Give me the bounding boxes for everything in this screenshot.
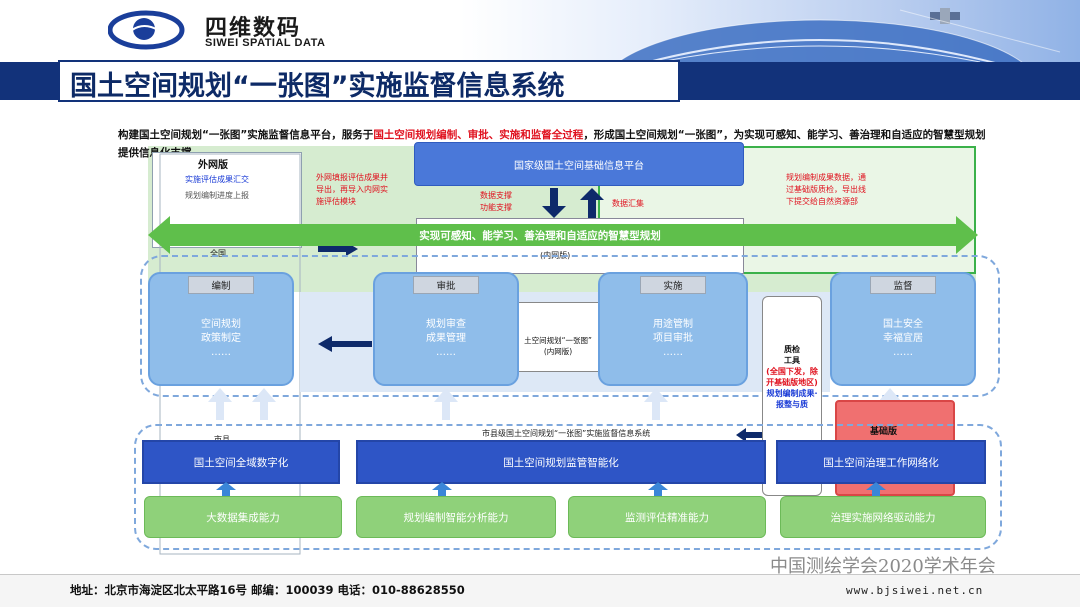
card-supervise-text: 国土安全 幸福宜居 …… [830, 318, 976, 360]
lower-system-caption: 市县级国土空间规划“一张图”实施监督信息系统 [482, 429, 651, 438]
card-approve-text: 规划审查 成果管理 …… [373, 318, 519, 360]
upward-arrows-row [208, 388, 902, 420]
card-compile-line3: …… [211, 347, 231, 358]
card-compile-line1: 空间规划 [201, 319, 241, 330]
center-onemap-box: 土空间规划“一张图” (内网版) [517, 302, 599, 372]
card-compile-line2: 政策制定 [201, 333, 241, 344]
governance-network-capability: 治理实施网络驱动能力 [780, 496, 986, 538]
company-logo-icon [107, 8, 188, 52]
footer [0, 574, 1080, 607]
card-approve-line2: 成果管理 [426, 333, 466, 344]
conference-watermark: 中国测绘学会2020学术年会 [770, 556, 996, 577]
left-arrow-small-icon [736, 428, 766, 442]
smart-planning-label: 实现可感知、能学习、善治理和自适应的智慧型规划 [419, 229, 661, 242]
intro-highlight: 国土空间规划编制、审批、实施和监督全过程 [373, 129, 584, 141]
card-supervise-line1: 国土安全 [883, 319, 923, 330]
submission-note: 规划编制成果数据，通过基础版质检，导出线下提交给自然资源部 [786, 173, 866, 206]
intro-paragraph: 构建国土空间规划“一张图”实施监督信息平台，服务于国土空间规划编制、审批、实施和… [118, 126, 988, 162]
qc-check: 规划编制成果·报整与质 [766, 389, 818, 409]
qc-tool-text: 质检 工具 (全国下发，除开基础版地区) 规划编制成果·报整与质 [764, 344, 820, 410]
card-supervise-line3: …… [893, 347, 913, 358]
capability-up-arrows [216, 482, 886, 498]
card-implement-line2: 项目审批 [653, 333, 693, 344]
footer-website: www.bjsiwei.net.cn [846, 584, 984, 597]
data-gather-note: 数据汇集 [612, 199, 644, 208]
card-implement-line3: …… [663, 347, 683, 358]
qc-scope: (全国下发，除开基础版地区) [766, 367, 818, 387]
card-implement-line1: 用途管制 [653, 319, 693, 330]
footer-address: 地址：北京市海淀区北太平路16号 邮编：100039 电话：010-886285… [70, 583, 465, 597]
smart-planning-band-arrow [148, 216, 978, 254]
left-arrow-icon [318, 336, 372, 352]
national-label: 全国 [210, 249, 226, 258]
lower-dashed-band [134, 424, 1002, 550]
city-label: 市县 [214, 434, 230, 445]
external-version-title: 外网版 [198, 160, 228, 171]
card-supervise-line2: 幸福宜居 [883, 333, 923, 344]
card-approve-line1: 规划审查 [426, 319, 466, 330]
page-title: 国土空间规划“一张图”实施监督信息系统 [70, 71, 565, 102]
card-approve-line3: …… [436, 347, 456, 358]
big-data-capability: 大数据集成能力 [144, 496, 342, 538]
monitoring-evaluation-capability: 监测评估精准能力 [568, 496, 766, 538]
header-globe-banner [460, 0, 1080, 161]
title-box [58, 60, 680, 102]
import-note: 外网填报评估成果并导出，再导入内网实施评估模块 [316, 173, 388, 206]
globe-graphic-icon [599, 8, 1061, 161]
external-item-evaluation: 实施评估成果汇交 [185, 175, 249, 184]
intro-text-1: 构建国土空间规划“一张图”实施监督信息平台，服务于 [118, 129, 374, 141]
intelligent-supervision-bar: 国土空间规划监管智能化 [356, 440, 766, 484]
external-item-progress: 规划编制进度上报 [185, 191, 249, 200]
support-note: 数据支撑 功能支撑 [480, 191, 512, 212]
center-box-line2: (内网版) [543, 347, 573, 356]
logo-name: 四维数码 [205, 16, 302, 41]
card-implement-text: 用途管制 项目审批 …… [598, 318, 748, 360]
national-platform-box: 国家级国土空间基础信息平台 [414, 142, 744, 186]
card-implement-tag: 实施 [640, 276, 706, 294]
updown-arrows-icon [542, 188, 604, 218]
logo-english-name: SIWEI SPATIAL DATA [205, 37, 326, 49]
footer-divider [0, 574, 1080, 575]
base-version-label: 基础版 [870, 427, 898, 437]
center-box-line1: 土空间规划“一张图” [524, 336, 592, 345]
networked-governance-bar: 国土空间治理工作网络化 [776, 440, 986, 484]
card-supervise-tag: 监督 [870, 276, 936, 294]
planning-analysis-capability: 规划编制智能分析能力 [356, 496, 556, 538]
digitization-bar: 国土空间全域数字化 [142, 440, 340, 484]
qc-title: 质检 工具 [784, 345, 800, 365]
card-approve-tag: 审批 [413, 276, 479, 294]
card-compile-text: 空间规划 政策制定 …… [148, 318, 294, 360]
card-compile-tag: 编制 [188, 276, 254, 294]
middle-dashed-band [140, 255, 1000, 397]
